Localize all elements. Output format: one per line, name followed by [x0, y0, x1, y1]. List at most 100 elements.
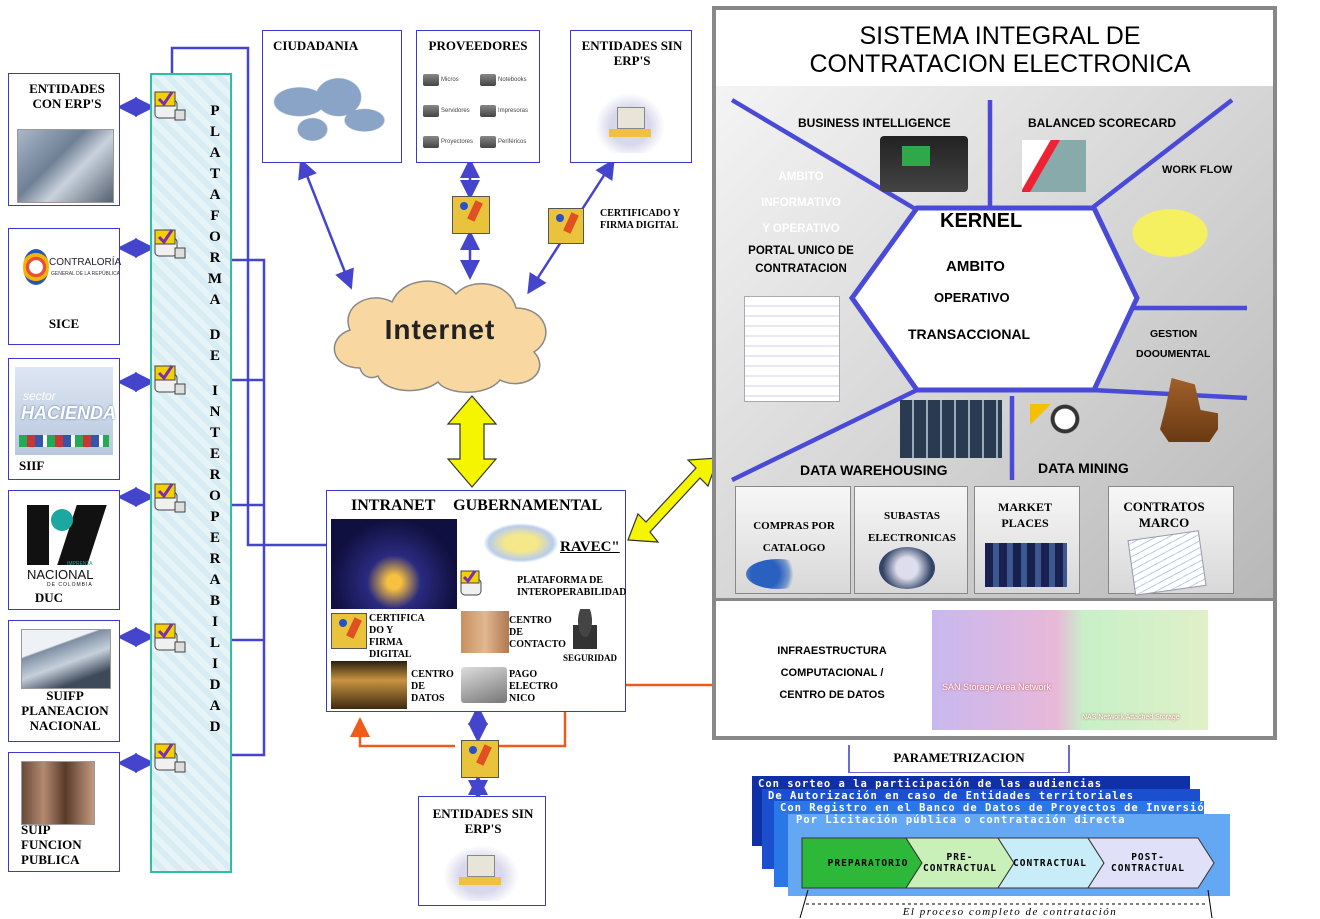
entity-label-siif: SIIF	[19, 458, 45, 473]
hardware-icon	[423, 73, 439, 86]
scorecard-chart-icon	[1022, 140, 1086, 192]
platform-letter: R	[209, 467, 221, 483]
platform-letter: F	[210, 208, 220, 224]
security-key-icon-bottom[interactable]	[461, 740, 499, 778]
hardware-icon	[480, 104, 496, 117]
entity-label-duc: DUC	[34, 590, 64, 605]
centro-datos-label: CENTRO DE DATOS	[411, 669, 454, 704]
stage-precontractual: PRE- CONTRACTUAL	[923, 852, 997, 874]
planeacion-building-image	[21, 629, 111, 689]
banner-autorizacion-text: De Autorización en caso de Entidades ter…	[768, 790, 1135, 802]
portal-unico-label: PORTAL UNICO DE CONTRATACION	[748, 245, 854, 275]
entidades-sin-erp-bottom-label: ENTIDADES SIN ERP'S	[432, 806, 534, 836]
platform-letter: T	[209, 425, 220, 441]
entity-label-suifp: SUIFP PLANEACION NACIONAL	[21, 688, 109, 733]
imprenta-logo: IMPRENTA NACIONAL DE COLOMBIA	[27, 505, 107, 591]
hardware-icon	[480, 73, 496, 86]
mailbox-icon-6[interactable]	[153, 742, 189, 778]
hardware-item: Servidores	[423, 96, 478, 125]
contract-document-icon	[1127, 530, 1207, 596]
market-floor-image	[985, 543, 1067, 587]
world-map-image	[267, 65, 397, 157]
computer-icon-bottom	[443, 845, 519, 901]
module-label-compras: COMPRAS POR CATALOGO	[753, 520, 835, 554]
documental-label: DOOUMENTAL	[1136, 348, 1211, 360]
platform-letter: L	[209, 635, 220, 651]
hardware-icon	[423, 136, 439, 149]
hardware-item: Periféricos	[480, 128, 535, 157]
mailbox-icon-5[interactable]	[153, 622, 189, 658]
process-span-line	[799, 890, 1213, 918]
infrastructure-image: SAN Storage Area Network NAS Network Att…	[932, 610, 1208, 730]
entidades-sin-erp-bottom-box: ENTIDADES SIN ERP'S	[418, 796, 546, 906]
mailbox-icon-2[interactable]	[153, 228, 189, 264]
mailbox-icon-4[interactable]	[153, 482, 189, 518]
hardware-icon	[480, 136, 496, 149]
centro-contacto-label: CENTRO DE CONTACTO	[509, 615, 566, 650]
module-label-contratos: CONTRATOS MARCO	[1123, 499, 1205, 530]
platform-letter: R	[209, 551, 221, 567]
computer-icon	[595, 93, 665, 153]
workflow-label: WORK FLOW	[1162, 164, 1233, 176]
platform-letter: E	[209, 446, 220, 462]
mailbox-icon-1[interactable]	[153, 90, 189, 126]
entity-box-sice: CONTRALORÍA GENERAL DE LA REPÚBLICA SICE	[8, 228, 121, 345]
entity-box-erp: ENTIDADES CON ERP'S	[8, 73, 120, 206]
ciudadania-label: CIUDADANIA	[273, 38, 359, 53]
mailbox-icon-intranet	[459, 569, 491, 601]
data-mining-icon	[1030, 404, 1080, 454]
network-globe-image	[331, 519, 457, 609]
infraestructura-label: INFRAESTRUCTURA COMPUTACIONAL / CENTRO D…	[777, 645, 887, 701]
ravec-label: RAVEC"	[560, 539, 620, 555]
platform-letter: A	[209, 572, 221, 588]
entity-label-sice: SICE	[48, 316, 80, 331]
laptop-payment-image	[461, 667, 507, 703]
platform-letter: D	[209, 719, 221, 735]
funcion-publica-image	[21, 761, 95, 825]
balanced-scorecard-label: BALANCED SCORECARD	[1028, 116, 1177, 130]
hardware-item: Micros	[423, 65, 478, 94]
certificado-firma-label: CERTIFICA DO Y FIRMA DIGITAL	[369, 613, 425, 660]
stage-preparatorio: PREPARATORIO	[827, 857, 909, 869]
platform-letter: D	[209, 677, 221, 693]
bi-computer-icon	[880, 136, 968, 192]
module-card-contratos: CONTRATOS MARCO	[1108, 486, 1234, 596]
platform-letter: L	[209, 124, 220, 140]
system-title: SISTEMA INTEGRAL DE CONTRATACION ELECTRO…	[809, 22, 1191, 78]
process-complete-label: El proceso completo de contratación	[902, 906, 1118, 918]
ambito-label: AMBITO	[946, 258, 1005, 275]
platform-letter: P	[210, 509, 220, 525]
entity-label-suip: SUIP FUNCION PUBLICA	[21, 822, 82, 867]
banner-registro-text: Con Registro en el Banco de Datos de Pro…	[780, 802, 1212, 814]
building-image	[17, 129, 114, 203]
platform-letter: R	[209, 250, 221, 266]
module-card-market: MARKET PLACES	[974, 486, 1080, 594]
workflow-signpost-icon	[1118, 200, 1222, 266]
internet-label: Internet	[384, 314, 496, 345]
module-card-subastas: SUBASTAS ELECTRONICAS	[854, 486, 968, 594]
mailbox-icon-3[interactable]	[153, 364, 189, 400]
security-key-icon-certificado[interactable]	[548, 208, 584, 244]
banner-licitacion-text: Por Licitación pública o contratación di…	[796, 814, 1126, 826]
platform-letter: B	[209, 593, 220, 609]
entity-box-suip: SUIP FUNCION PUBLICA	[8, 752, 120, 872]
hacienda-logo: sector HACIENDA	[15, 367, 116, 455]
platform-letter: A	[209, 698, 221, 714]
platform-letter: I	[212, 656, 218, 672]
platform-letter: E	[209, 348, 220, 364]
security-key-icon-proveedores[interactable]	[452, 196, 490, 234]
stage-postcontractual: POST- CONTRACTUAL	[1111, 852, 1185, 874]
platform-letter: T	[209, 166, 220, 182]
plataforma-interop-label: PLATAFORMA DE INTEROPERABILIDAD	[517, 575, 627, 598]
gestion-label: GESTION	[1150, 328, 1198, 340]
nas-label: NAS Network Attached Storage	[1082, 714, 1180, 721]
platform-letter: O	[209, 229, 221, 245]
ambito-informativo-line: AMBITO	[778, 171, 824, 183]
stages-shapes	[801, 837, 1215, 889]
platform-letter: I	[212, 383, 218, 399]
data-mining-label: DATA MINING	[1038, 460, 1129, 476]
